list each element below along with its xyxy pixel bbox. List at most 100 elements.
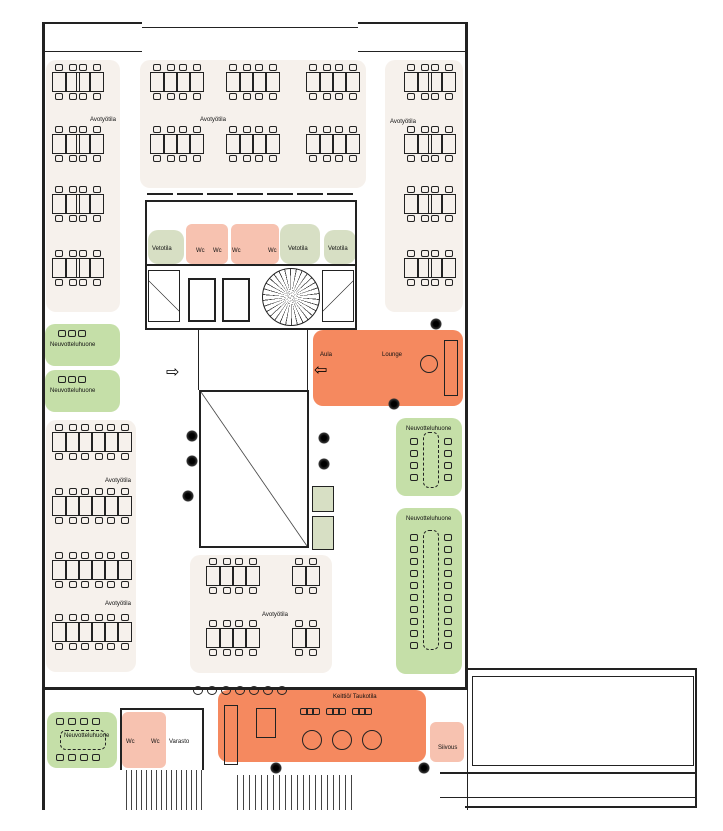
right-extension-inner	[472, 676, 694, 766]
chair	[68, 376, 76, 383]
chair	[309, 587, 317, 594]
chair	[58, 330, 66, 337]
room-label-phone: Vetotila	[288, 246, 308, 252]
chair	[79, 279, 87, 286]
plant-icon	[430, 318, 442, 330]
chair	[431, 250, 439, 257]
chair	[421, 93, 429, 100]
chair	[235, 558, 243, 565]
bottom-stairs	[232, 775, 352, 810]
chair	[80, 754, 88, 761]
desk	[52, 560, 66, 580]
chair	[407, 250, 415, 257]
desk	[320, 72, 334, 92]
chair	[349, 93, 357, 100]
chair	[309, 620, 317, 627]
top-center-recess	[142, 20, 358, 28]
chair	[81, 581, 89, 588]
chair	[421, 215, 429, 222]
desk	[52, 72, 66, 92]
shaft	[322, 270, 354, 322]
chair	[81, 643, 89, 650]
room-label-open-office: Avotyötila	[90, 117, 116, 123]
room-label-wc: Wc	[213, 248, 222, 254]
chair	[421, 279, 429, 286]
desk	[118, 622, 132, 642]
chair	[209, 558, 217, 565]
chair	[69, 424, 77, 431]
chair	[55, 517, 63, 524]
desk	[206, 566, 220, 586]
chair	[407, 186, 415, 193]
chair	[407, 279, 415, 286]
chair	[93, 64, 101, 71]
wc-core-1	[186, 224, 228, 264]
desk	[332, 72, 346, 92]
chair	[209, 587, 217, 594]
chair	[193, 64, 201, 71]
chair	[79, 215, 87, 222]
desk	[418, 258, 432, 278]
chair	[223, 620, 231, 627]
room-label-meeting: Neuvotteluhuone	[406, 516, 452, 522]
lounge-area	[313, 330, 463, 406]
room-label-storage: Varasto	[169, 739, 190, 745]
room-label-meeting: Neuvotteluhuone	[50, 388, 96, 394]
chair	[255, 93, 263, 100]
chair	[69, 517, 77, 524]
chair	[107, 424, 115, 431]
chair	[95, 614, 103, 621]
desk	[150, 134, 164, 154]
chair	[249, 686, 259, 695]
chair	[56, 718, 64, 725]
arrow-icon: ⇨	[166, 364, 180, 381]
room-label-open-office: Avotyötila	[105, 478, 131, 484]
chair	[95, 581, 103, 588]
chair	[309, 93, 317, 100]
chair	[93, 250, 101, 257]
desk	[332, 134, 346, 154]
chair	[255, 126, 263, 133]
phone-room-2	[280, 224, 320, 264]
desk	[428, 194, 442, 214]
chair	[121, 453, 129, 460]
chair	[209, 620, 217, 627]
chair	[445, 279, 453, 286]
desk	[90, 134, 104, 154]
chair	[179, 155, 187, 162]
chair	[410, 534, 418, 541]
lobby-walls	[198, 330, 308, 390]
chair	[69, 581, 77, 588]
room-label-wc: Wc	[196, 248, 205, 254]
spiral-stair	[262, 268, 320, 326]
chair	[153, 64, 161, 71]
chair	[235, 686, 245, 695]
desk	[292, 566, 306, 586]
room-label-phone: Vetotila	[328, 246, 348, 252]
desk	[52, 432, 66, 452]
desk	[76, 72, 90, 92]
chair	[410, 582, 418, 589]
plant-icon	[418, 762, 430, 774]
chair	[444, 630, 452, 637]
chair	[81, 424, 89, 431]
desk	[118, 432, 132, 452]
chair	[269, 126, 277, 133]
right-extension	[465, 668, 697, 808]
phone-room-1	[148, 230, 184, 264]
chair	[306, 708, 314, 715]
chair	[69, 64, 77, 71]
wc-bottom	[122, 712, 166, 768]
chair	[69, 186, 77, 193]
chair	[121, 643, 129, 650]
chair	[335, 155, 343, 162]
room-label-cleaning: Siivous	[438, 745, 458, 751]
chair	[445, 186, 453, 193]
chair	[79, 64, 87, 71]
desk	[418, 194, 432, 214]
chair	[121, 581, 129, 588]
chair	[444, 582, 452, 589]
chair	[153, 126, 161, 133]
desk	[90, 194, 104, 214]
